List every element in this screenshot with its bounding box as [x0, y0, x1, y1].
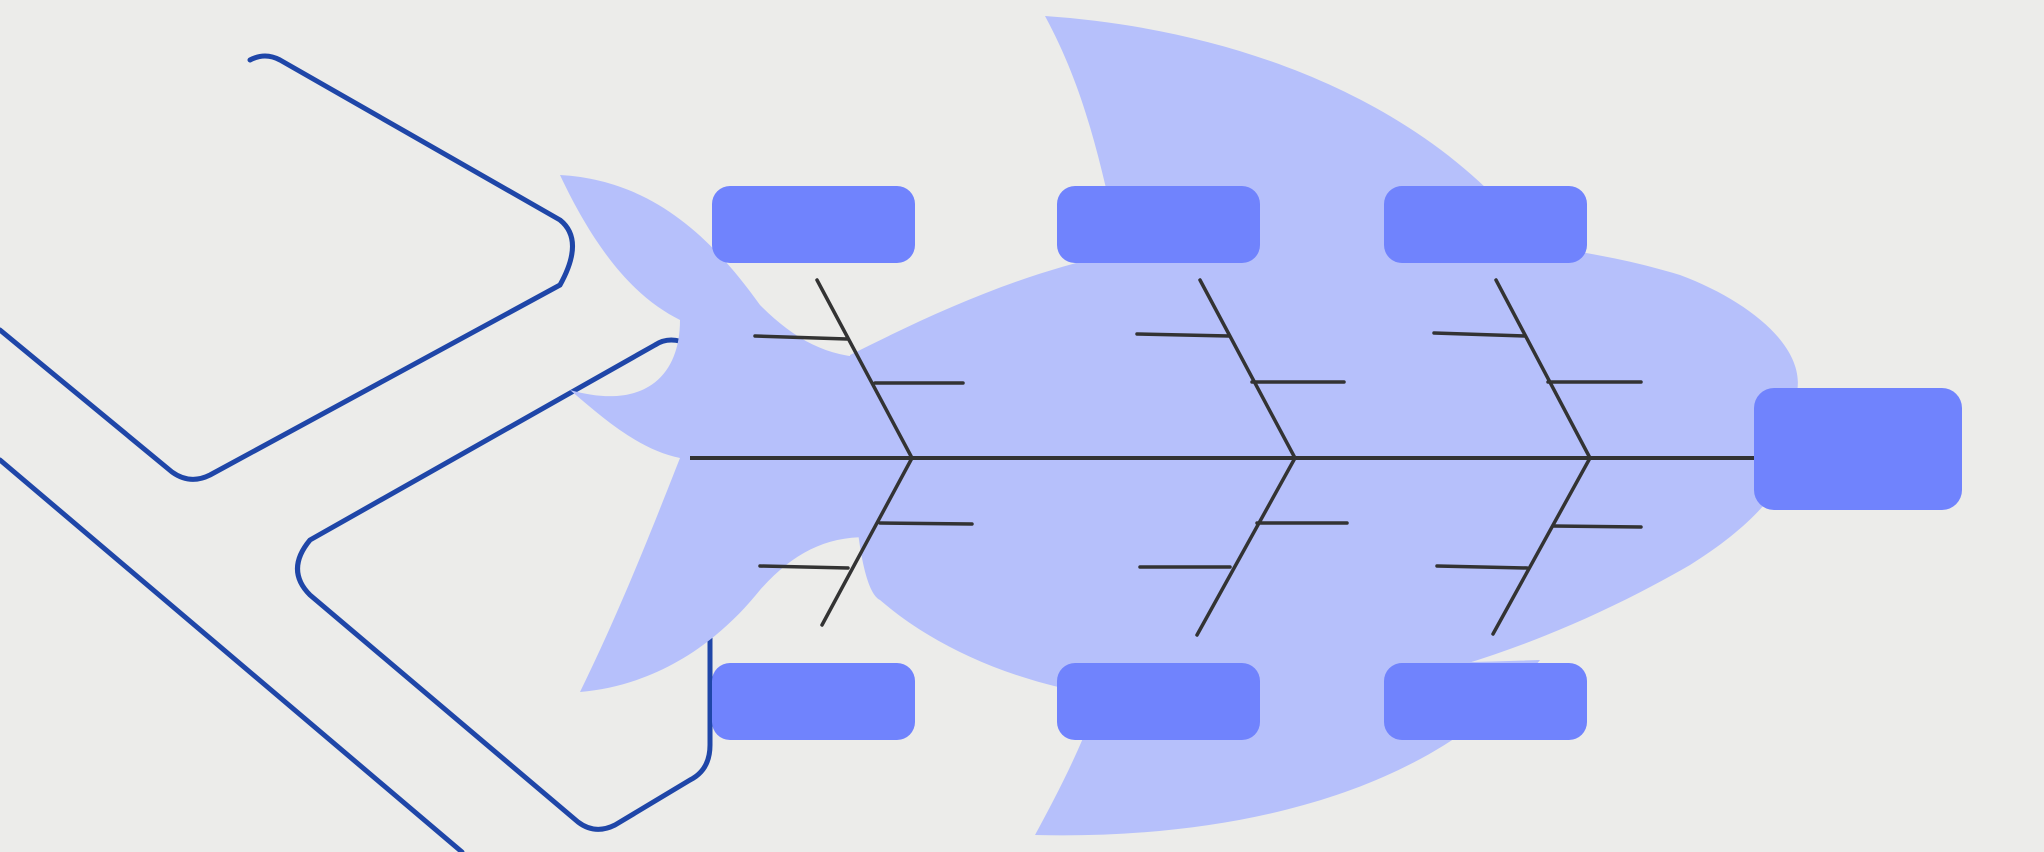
fish-tail [560, 175, 915, 692]
cause-box-bottom-3 [1384, 663, 1587, 740]
outline-shape-top-diamond [0, 53, 575, 482]
bone-upper-3 [1494, 278, 1592, 460]
rib-upper-2a [1135, 332, 1231, 338]
rib-lower-1a [878, 521, 974, 526]
rib-upper-1a [753, 334, 849, 341]
outline-line-diagonal [0, 457, 465, 852]
cause-box-top-1 [712, 186, 915, 263]
fishbone-branches [753, 278, 1643, 637]
bone-upper-1 [815, 278, 914, 460]
rib-lower-1b [758, 564, 850, 570]
cause-box-top-2 [1057, 186, 1260, 263]
bone-lower-2 [1195, 456, 1297, 637]
rib-lower-3a [1551, 524, 1643, 529]
rib-upper-3a [1432, 331, 1527, 338]
fish-body [850, 233, 1798, 705]
bone-lower-1 [820, 456, 914, 627]
bone-lower-3 [1491, 456, 1592, 636]
cause-box-bottom-2 [1057, 663, 1260, 740]
rib-lower-3b [1435, 564, 1529, 570]
cause-boxes [712, 186, 1587, 740]
cause-box-bottom-1 [712, 663, 915, 740]
cause-box-top-3 [1384, 186, 1587, 263]
effect-box [1754, 388, 1962, 510]
bone-upper-2 [1198, 278, 1297, 460]
